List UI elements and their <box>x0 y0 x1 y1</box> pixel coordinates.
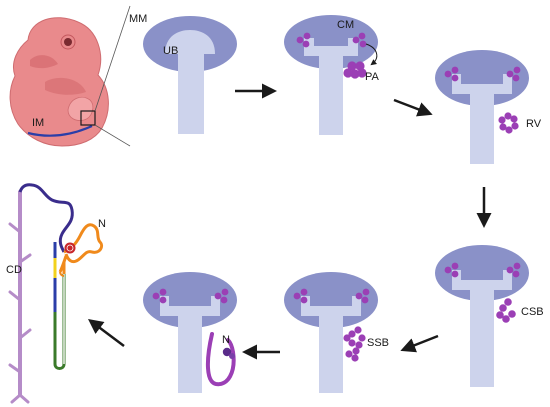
stage-renal-vesicle <box>435 50 529 164</box>
label-cm: CM <box>337 19 354 31</box>
stage-cap-mesenchyme <box>284 15 378 135</box>
arrow-2 <box>393 98 433 117</box>
arrow-4 <box>400 334 439 353</box>
label-csb: CSB <box>521 306 544 318</box>
label-cd: CD <box>6 264 22 276</box>
label-im: IM <box>32 117 44 129</box>
stage-s-shaped-body <box>284 272 378 393</box>
label-ssb: SSB <box>367 337 389 349</box>
zoom-box <box>80 110 96 126</box>
label-rv: RV <box>526 118 542 130</box>
label-ub: UB <box>163 45 178 57</box>
stage-comma-shaped-body <box>435 245 529 387</box>
stage-ureteric-bud <box>143 16 237 134</box>
mature-nephron <box>8 183 104 404</box>
label-n-nephron: N <box>98 218 106 230</box>
label-mm: MM <box>129 13 147 25</box>
embryo-illustration <box>9 5 131 147</box>
stage-nephron-early <box>143 272 237 393</box>
intermediate-mesoderm-line <box>27 124 93 137</box>
label-pa: PA <box>365 71 380 83</box>
label-n-stage: N <box>222 334 230 346</box>
arrow-6 <box>88 319 125 347</box>
